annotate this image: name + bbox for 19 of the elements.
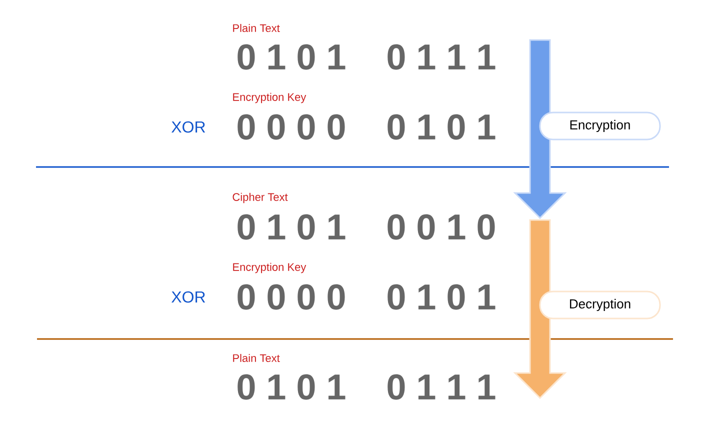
operator-label: XOR [172,121,206,133]
caption-label: Encryption Key [233,92,306,104]
binary-digits: 0 0 0 0 [238,114,345,140]
binary-digits: 0 1 0 1 [238,374,346,400]
binary-digits: 0 1 1 1 [388,374,496,400]
binary-digits: 0 1 0 1 [388,284,496,310]
caption-label: Encryption Key [233,262,306,274]
operator-label: XOR [172,291,206,303]
binary-digits: 0 0 0 0 [238,284,345,310]
binary-digits: 0 0 1 0 [388,214,495,240]
binary-digits: 0 1 0 1 [388,114,496,140]
pill-label: Encryption [539,112,661,140]
binary-digits: 0 1 1 1 [388,44,496,70]
caption-label: Plain Text [233,24,280,32]
caption-label: Plain Text [233,354,280,362]
binary-digits: 0 1 0 1 [238,214,346,240]
binary-digits: 0 1 0 1 [238,44,346,70]
pill-label: Decryption [539,290,661,320]
caption-label: Cipher Text [232,192,288,204]
